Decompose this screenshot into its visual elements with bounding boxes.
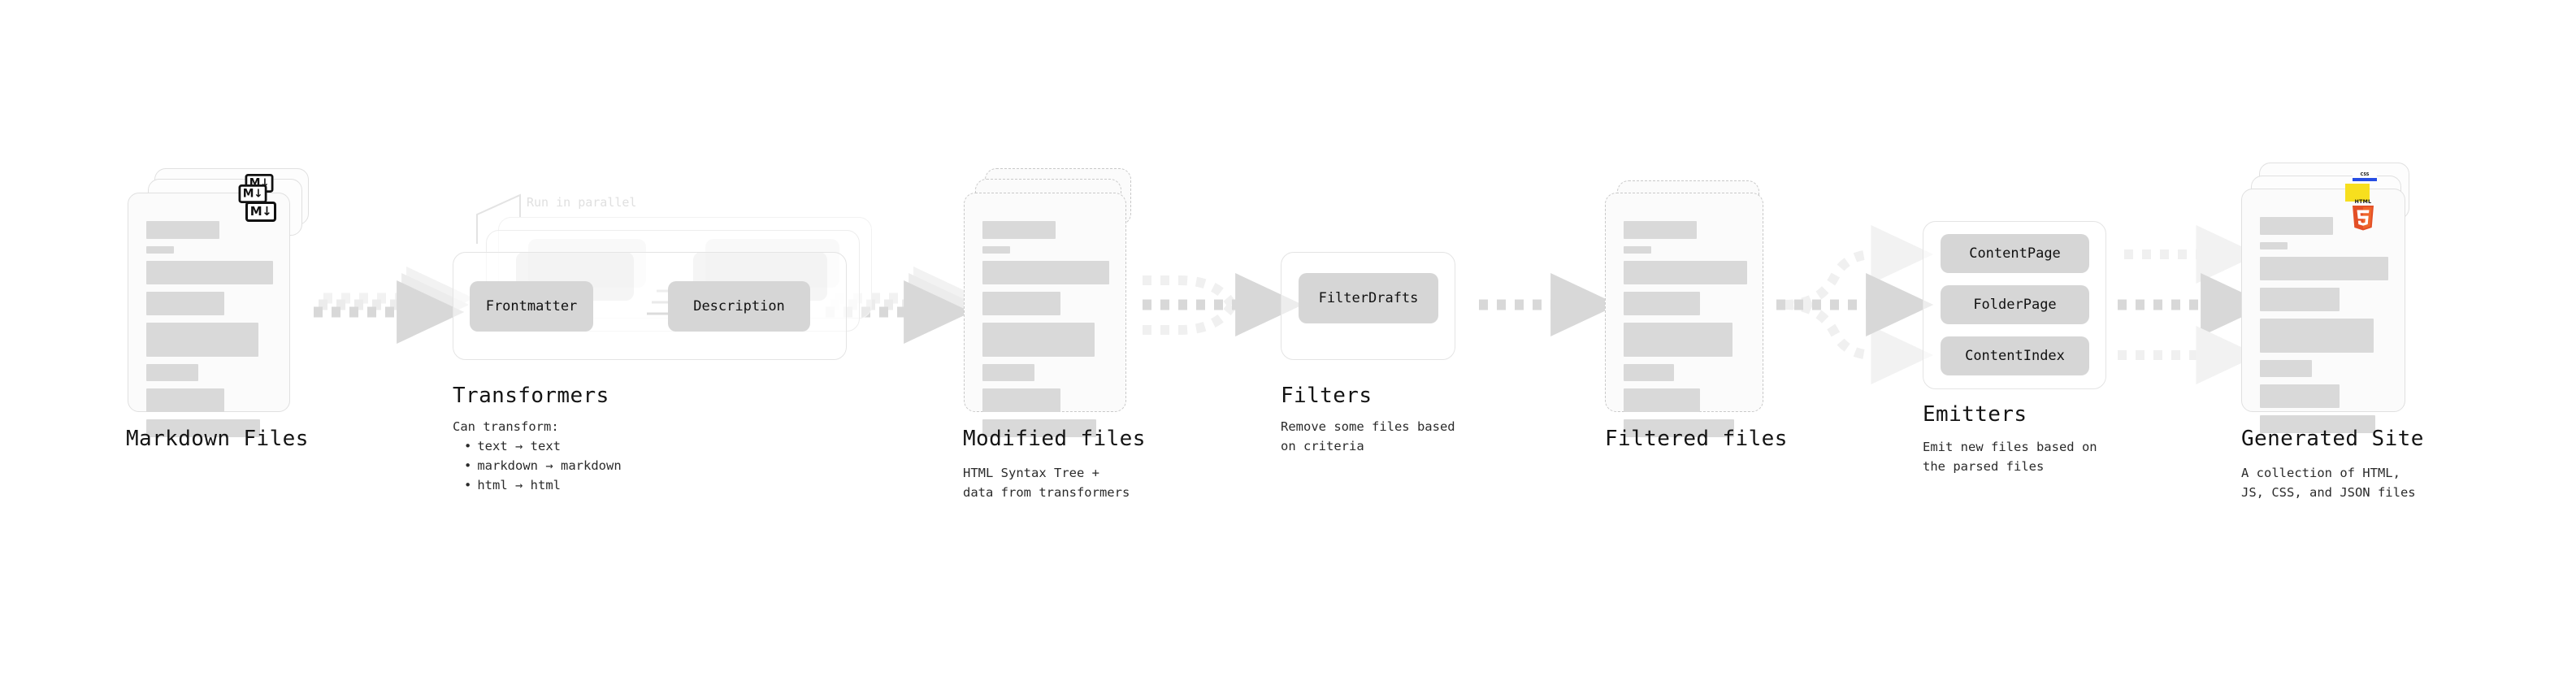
- svg-text:HTML: HTML: [2355, 199, 2372, 205]
- skeleton-bar: [146, 261, 273, 284]
- skeleton-bar: [2260, 360, 2312, 377]
- skeleton-bar: [1624, 388, 1700, 412]
- filtered-file-card-front: [1605, 193, 1763, 437]
- skeleton-bar: [982, 246, 1010, 254]
- skeleton-bar: [146, 388, 224, 412]
- skeleton-bar: [146, 419, 260, 437]
- modified-file-card-front: [964, 193, 1126, 437]
- skeleton-bar: [982, 221, 1056, 239]
- stage-subtitle-generated-site: A collection of HTML, JS, CSS, and JSON …: [2241, 466, 2416, 501]
- arrow-markdown-to-transformers: [314, 267, 475, 344]
- arrow-filtered-to-emitters: [1776, 225, 1934, 384]
- emitter-pill-contentindex[interactable]: ContentIndex: [1941, 336, 2089, 375]
- transformer-pill-description-label: Description: [693, 298, 785, 314]
- skeleton-bar: [982, 323, 1095, 357]
- filter-pill-filterdrafts-label: FilterDrafts: [1318, 290, 1419, 306]
- emitter-pill-contentpage[interactable]: ContentPage: [1941, 234, 2089, 273]
- transformers-capabilities-list: text → text markdown → markdown html → h…: [453, 436, 622, 495]
- html5-badge: HTML: [2349, 197, 2377, 231]
- transformers-capability-item: text → text: [464, 436, 622, 456]
- markdown-file-skeleton: [128, 193, 289, 437]
- emitter-pill-contentindex-label: ContentIndex: [1965, 348, 2065, 364]
- markdown-badge-mid: M↓: [238, 184, 267, 203]
- skeleton-bar: [146, 323, 258, 357]
- stage-subtitle-emitters: Emit new files based on the parsed files: [1923, 440, 2097, 475]
- skeleton-bar: [2260, 384, 2340, 408]
- skeleton-bar: [1624, 292, 1700, 315]
- skeleton-bar: [982, 419, 1096, 437]
- skeleton-bar: [1624, 221, 1697, 239]
- svg-text:CSS: CSS: [2361, 172, 2370, 177]
- markdown-badge-label-mid: M↓: [242, 186, 263, 201]
- arrow-emitters-to-site: [2118, 225, 2269, 384]
- modified-file-skeleton: [965, 193, 1125, 437]
- skeleton-bar: [1624, 261, 1747, 284]
- markdown-badge-label: M↓: [249, 204, 272, 219]
- js-badge: [2345, 184, 2370, 202]
- skeleton-bar: [1624, 364, 1674, 381]
- skeleton-bar: [2260, 319, 2374, 353]
- skeleton-bar: [2260, 288, 2340, 311]
- transformer-pill-frontmatter[interactable]: Frontmatter: [470, 281, 593, 332]
- html5-badge-icon: HTML: [2353, 199, 2374, 231]
- emitter-pill-folderpage[interactable]: FolderPage: [1941, 285, 2089, 324]
- emitter-pill-contentpage-label: ContentPage: [1969, 245, 2061, 262]
- skeleton-bar: [2260, 257, 2388, 280]
- transformer-pill-frontmatter-label: Frontmatter: [485, 298, 578, 314]
- skeleton-bar: [982, 292, 1060, 315]
- skeleton-bar: [2260, 217, 2333, 235]
- skeleton-bar: [982, 261, 1109, 284]
- run-in-parallel-bracket: [476, 193, 521, 244]
- filtered-file-skeleton: [1606, 193, 1763, 437]
- skeleton-bar: [146, 292, 224, 315]
- transformers-capabilities-lead: Can transform:: [453, 419, 559, 434]
- transformers-capabilities: Can transform: text → text markdown → ma…: [453, 417, 622, 495]
- arrow-modified-to-filters: [1143, 273, 1303, 336]
- generated-site-skeleton: [2242, 189, 2405, 433]
- stage-title-filtered-files: Filtered files: [1605, 427, 1788, 451]
- filter-pill-filterdrafts[interactable]: FilterDrafts: [1299, 273, 1438, 323]
- skeleton-bar: [2260, 242, 2288, 249]
- skeleton-bar: [2260, 415, 2375, 433]
- transformer-pill-description[interactable]: Description: [668, 281, 810, 332]
- stage-title-generated-site: Generated Site: [2241, 427, 2424, 451]
- stage-title-markdown-files: Markdown Files: [126, 427, 309, 451]
- stage-subtitle-modified-files: HTML Syntax Tree + data from transformer…: [963, 466, 1130, 501]
- skeleton-bar: [1624, 246, 1651, 254]
- transformers-capability-item: html → html: [464, 475, 622, 495]
- stage-title-transformers: Transformers: [453, 384, 609, 408]
- generated-site-card-html: [2241, 189, 2405, 433]
- skeleton-bar: [982, 388, 1060, 412]
- run-in-parallel-annotation: Run in parallel: [527, 195, 637, 210]
- stage-title-filters: Filters: [1281, 384, 1373, 408]
- skeleton-bar: [1624, 419, 1734, 437]
- css-badge-icon: CSS: [2353, 171, 2377, 181]
- emitter-pill-folderpage-label: FolderPage: [1973, 297, 2057, 313]
- css-badge: CSS: [2353, 170, 2377, 181]
- markdown-file-card-front: [128, 193, 290, 437]
- stage-title-modified-files: Modified files: [963, 427, 1146, 451]
- markdown-badge-front: M↓: [245, 202, 276, 222]
- skeleton-bar: [146, 364, 198, 381]
- skeleton-bar: [982, 364, 1034, 381]
- skeleton-bar: [146, 221, 219, 239]
- transformers-capability-item: markdown → markdown: [464, 456, 621, 475]
- stage-subtitle-filters: Remove some files based on criteria: [1281, 419, 1455, 454]
- skeleton-bar: [1624, 323, 1733, 357]
- skeleton-bar: [146, 246, 174, 254]
- stage-title-emitters: Emitters: [1923, 402, 2027, 427]
